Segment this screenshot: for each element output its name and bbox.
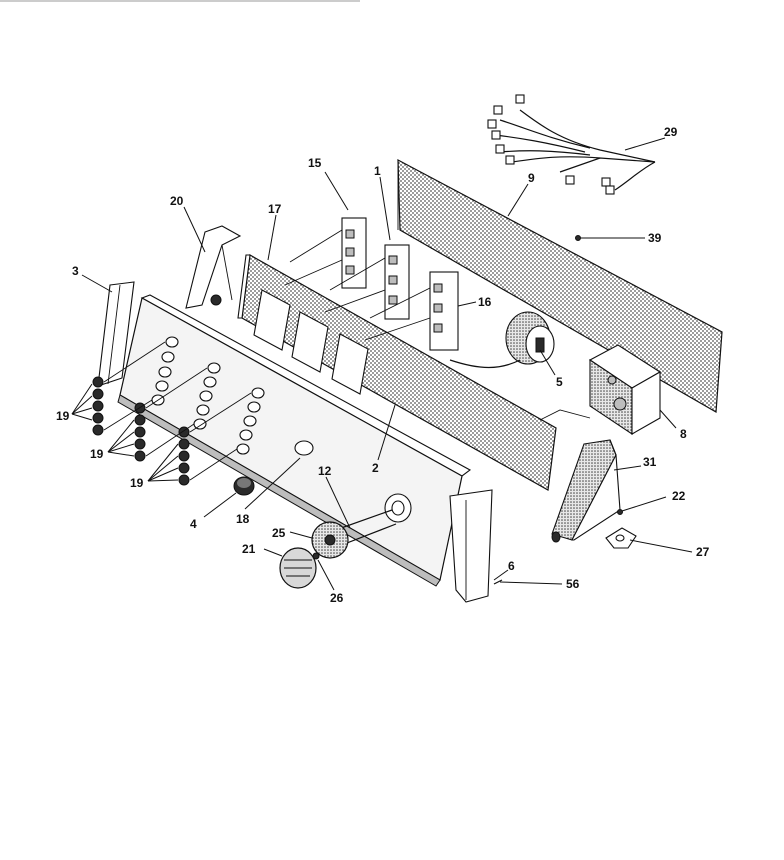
label-1: 1	[374, 164, 381, 178]
timer-knob-assembly	[279, 509, 397, 589]
label-9: 9	[528, 171, 535, 185]
label-5: 5	[556, 375, 563, 389]
wire-harness	[487, 94, 656, 195]
label-27: 27	[696, 545, 710, 559]
label-26: 26	[330, 591, 344, 605]
label-3: 3	[72, 264, 79, 278]
label-19-c: 19	[130, 476, 144, 490]
switch-block-15	[284, 217, 367, 289]
switch-block-16	[364, 271, 459, 351]
label-4: 4	[190, 517, 197, 531]
end-cap-right	[449, 489, 493, 603]
button-stack-c	[178, 426, 190, 486]
label-39: 39	[648, 231, 662, 245]
label-21: 21	[242, 542, 256, 556]
leader-lines	[71, 137, 693, 591]
label-12: 12	[318, 464, 332, 478]
side-bracket-20	[185, 225, 242, 309]
label-2: 2	[372, 461, 379, 475]
screw-56	[493, 579, 503, 585]
label-56: 56	[566, 577, 580, 591]
label-22: 22	[672, 489, 686, 503]
button-stack-a	[92, 376, 104, 436]
label-16: 16	[478, 295, 492, 309]
label-19-a: 19	[56, 409, 70, 423]
screw-39	[575, 235, 581, 241]
screw-22	[617, 509, 623, 515]
label-20: 20	[170, 194, 184, 208]
end-cap-left	[97, 281, 135, 387]
timer-wire	[539, 409, 591, 421]
knob-4	[233, 476, 255, 496]
label-17: 17	[268, 202, 282, 216]
part-labels: 15 1 17 20 3 9 29 39 16 5 8 2 31 22 27 6…	[56, 125, 710, 605]
label-29: 29	[664, 125, 678, 139]
foot-27	[605, 527, 637, 549]
label-8: 8	[680, 427, 687, 441]
label-25: 25	[272, 526, 286, 540]
label-15: 15	[308, 156, 322, 170]
rear-bracket-31	[551, 439, 621, 543]
switch-block-1	[324, 244, 410, 320]
button-holes	[151, 336, 314, 456]
pressure-switch	[449, 311, 555, 369]
label-19-b: 19	[90, 447, 104, 461]
rear-shield-panel	[397, 158, 723, 413]
console-frame	[237, 254, 557, 491]
button-guide-lines	[103, 341, 252, 481]
timer-assembly	[588, 344, 662, 436]
label-31: 31	[643, 455, 657, 469]
label-18: 18	[236, 512, 250, 526]
label-6: 6	[508, 559, 515, 573]
button-stack-b	[134, 402, 146, 462]
